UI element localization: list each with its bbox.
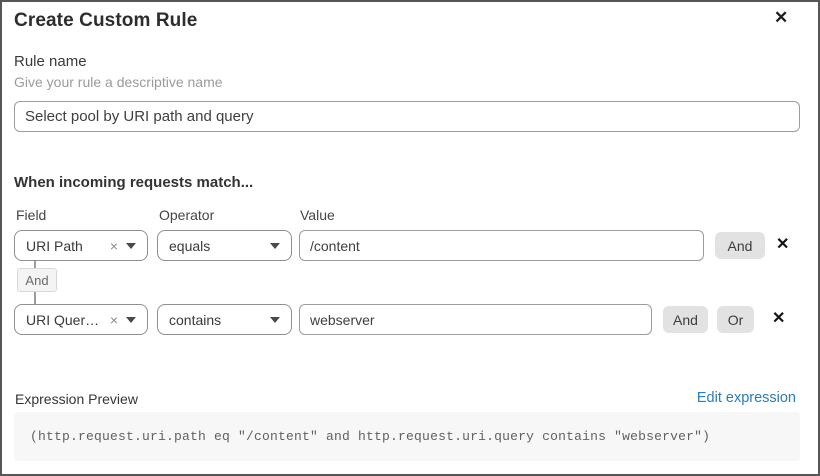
expression-code-block: (http.request.uri.path eq "/content" and… (14, 412, 800, 461)
rule-name-input[interactable]: Select pool by URI path and query (14, 101, 800, 132)
expression-preview-label: Expression Preview (15, 391, 138, 407)
and-connector-badge: And (17, 268, 57, 292)
add-and-condition-button-row2[interactable]: And (663, 306, 708, 333)
field-select-row1-value: URI Path (26, 237, 83, 254)
value-input-row1-value: /content (310, 237, 360, 254)
value-input-row1[interactable]: /content (299, 230, 704, 261)
operator-select-row1-value: equals (169, 237, 211, 254)
field-select-row2-value: URI Query St... (26, 311, 104, 328)
chevron-down-icon (270, 316, 280, 323)
rule-name-value: Select pool by URI path and query (25, 108, 254, 125)
delete-row1-icon[interactable]: ✕ (776, 236, 790, 253)
field-select-row1[interactable]: URI Path × (14, 230, 148, 261)
operator-select-row2-value: contains (169, 311, 222, 328)
close-icon[interactable]: ✕ (774, 8, 789, 27)
add-and-condition-button-row1[interactable]: And (715, 232, 765, 259)
chevron-down-icon (270, 242, 280, 249)
chevron-down-icon (126, 316, 136, 323)
value-input-row2[interactable]: webserver (299, 304, 652, 335)
field-select-row2[interactable]: URI Query St... × (14, 304, 148, 335)
connector-line-top (34, 261, 36, 269)
match-heading: When incoming requests match... (14, 174, 254, 191)
rule-name-helper: Give your rule a descriptive name (14, 74, 223, 90)
chevron-down-icon (126, 242, 136, 249)
connector-line-bottom (34, 292, 36, 304)
operator-select-row1[interactable]: equals (157, 230, 292, 261)
edit-expression-link[interactable]: Edit expression (696, 390, 796, 406)
operator-column-label: Operator (159, 207, 215, 223)
field-column-label: Field (16, 207, 47, 223)
operator-select-row2[interactable]: contains (157, 304, 292, 335)
expression-text: (http.request.uri.path eq "/content" and… (30, 429, 711, 444)
dialog-title: Create Custom Rule (14, 10, 198, 31)
clear-field-icon[interactable]: × (109, 237, 118, 254)
add-or-condition-button-row2[interactable]: Or (717, 306, 754, 333)
rule-name-label: Rule name (14, 53, 87, 70)
value-input-row2-value: webserver (310, 311, 375, 328)
value-column-label: Value (300, 207, 335, 223)
clear-field-icon[interactable]: × (109, 311, 118, 328)
delete-row2-icon[interactable]: ✕ (772, 310, 786, 327)
